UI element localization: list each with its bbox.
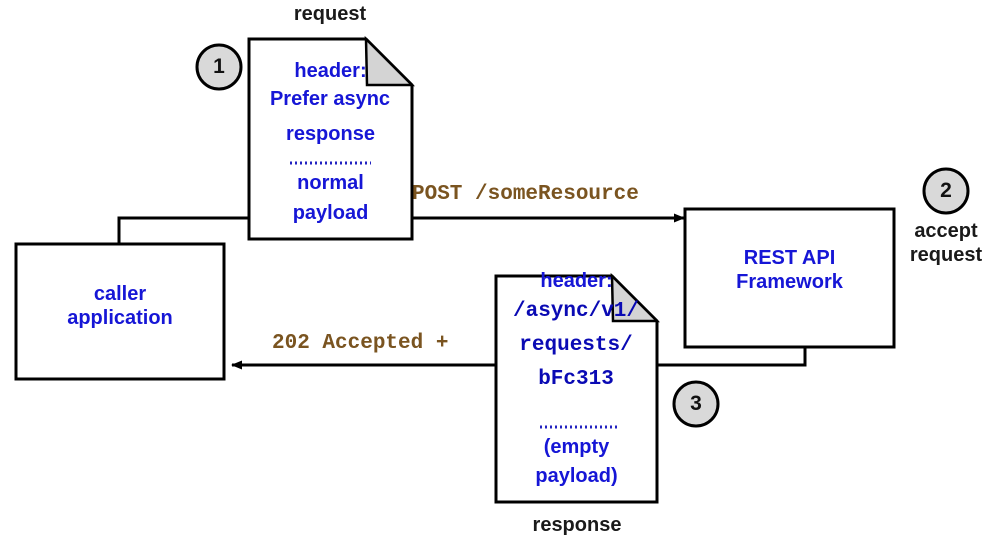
rest-api-framework-box [683, 207, 896, 349]
response-caption: response [532, 514, 622, 536]
request-arrow-label: POST /someResource [412, 183, 639, 206]
caller-application-line2: application [67, 307, 173, 330]
rest-api-framework-line1: REST API [743, 247, 836, 269]
badge-2-number: 2 [940, 179, 952, 202]
response-arrow-label: 202 Accepted + [272, 332, 449, 355]
request-document-header-value-line2: response [286, 123, 375, 145]
rest-api-framework-label: REST API Framework [685, 246, 894, 295]
request-document-payload-line1: normal [297, 172, 364, 194]
badge-2-circle [922, 167, 970, 215]
caller-application-label: caller application [16, 282, 224, 331]
request-document-shape [247, 35, 416, 241]
caller-application-line1: caller [93, 283, 147, 305]
response-document-header-label: header: [540, 270, 613, 292]
badge-3-number: 3 [690, 392, 702, 415]
accept-request-note-line1: accept [914, 220, 978, 242]
response-document-shape [494, 272, 661, 504]
request-connector [117, 213, 685, 244]
request-document-payload-line2: payload [292, 202, 369, 224]
response-document-path-line2: requests/ [519, 334, 633, 357]
badge-1-circle [195, 43, 243, 91]
response-document-path-line1: /async/v1/ [512, 300, 640, 323]
request-document-header-value-line1: Prefer async [269, 88, 391, 110]
rest-api-framework-line2: Framework [736, 271, 843, 294]
caller-application-box [14, 242, 226, 381]
badge-3-circle [672, 380, 720, 428]
accept-request-note-line2: request [909, 244, 983, 267]
accept-request-note: accept request [893, 219, 991, 268]
request-document-header-label: header: [294, 60, 367, 82]
response-document-path-line3: bFc313 [538, 368, 614, 391]
badge-1-number: 1 [213, 55, 225, 78]
request-caption: request [293, 3, 367, 25]
response-document-payload-line1: (empty [543, 436, 610, 458]
response-document-payload-line2: payload) [535, 465, 618, 487]
response-connector [231, 347, 807, 370]
